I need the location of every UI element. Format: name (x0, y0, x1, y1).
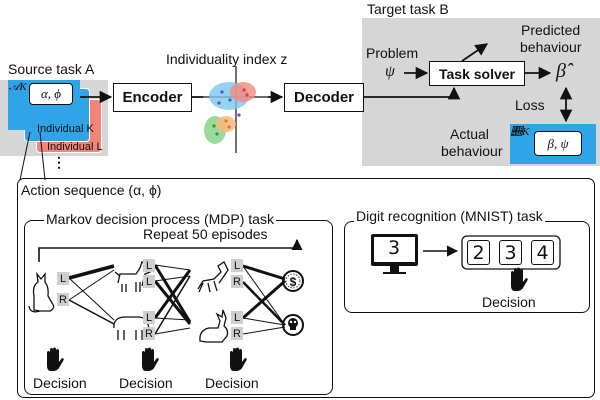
lr-box-s3a-l: L (231, 259, 243, 272)
task-solver-label: Task solver (438, 65, 515, 82)
repeat-episodes-label: Repeat 50 episodes (143, 226, 268, 242)
source-card-text: α, ϕ (40, 86, 62, 101)
mnist-decision-hand-icon (511, 267, 528, 291)
predicted-beta-symbol: β̂ (556, 60, 566, 82)
decoder-box: Decoder (284, 83, 364, 112)
actual-behaviour-label-line2: behaviour (441, 143, 503, 159)
actual-card-beta-psi: β, ψ (534, 131, 582, 156)
individuality-index-text: Individuality index z (166, 51, 288, 67)
latent-cluster-orange (216, 116, 236, 132)
loss-label: Loss (515, 97, 545, 113)
rabbit-icon (199, 309, 229, 343)
mdp-decision-label-2: Decision (119, 375, 173, 391)
mnist-monitor-icon (371, 234, 418, 274)
repeat-loop-arrow (38, 238, 303, 262)
lr-box-s2a-r: L (143, 275, 155, 288)
mdp-transition-lines (68, 264, 286, 335)
digit-key-4: 4 (531, 240, 554, 265)
individual-k-label: Individual K (37, 123, 94, 135)
target-task-title: Target task B (367, 1, 449, 17)
lr-box-s3b-l: L (231, 311, 243, 324)
set-a-symbol: 𝒜K (9, 81, 27, 93)
reward-coin-icon: $ (282, 270, 304, 292)
source-task-title: Source task A (8, 61, 95, 77)
cat-icon (28, 271, 55, 313)
action-sequence-frame (17, 178, 595, 398)
predicted-behaviour-label-line1: Predicted (521, 22, 581, 38)
decision-hand-icon-1 (47, 347, 64, 371)
elephant-icon (113, 311, 151, 340)
more-individuals-ellipsis: ⋮ (52, 154, 66, 170)
mdp-decision-label-1: Decision (33, 375, 87, 391)
individuality-index-label: Individuality index z (166, 51, 287, 67)
problem-symbol: ψ (385, 63, 395, 80)
decoder-label: Decoder (293, 89, 355, 106)
actual-behaviour-label-line1: Actual (450, 126, 489, 142)
lr-box-s3a-r: R (231, 275, 243, 288)
digit-key-4-label: 4 (536, 241, 549, 264)
action-sequence-title: Action sequence (α, ϕ) (21, 182, 162, 198)
mnist-screen-digit: 3 (388, 237, 401, 259)
encoder-box: Encoder (113, 83, 192, 112)
lr-box-s2b-l: L (143, 311, 155, 324)
lr-box-s1-l: L (57, 272, 69, 285)
arrow-solver-up (461, 43, 489, 62)
mnist-title: Digit recognition (MNIST) task (354, 208, 545, 224)
mdp-decision-label-3: Decision (205, 375, 259, 391)
skull-icon (282, 314, 304, 336)
lr-box-s3b-r: R (231, 327, 243, 340)
arrow-decoder-to-solver (364, 86, 461, 100)
digit-keys-frame (461, 235, 561, 270)
digit-key-3: 3 (499, 240, 522, 265)
mdp-animals (28, 261, 229, 343)
latent-space-plot (203, 66, 268, 153)
latent-cluster-red (230, 82, 256, 102)
actual-card-text: β, ψ (547, 135, 569, 151)
lr-box-s2a-l: L (143, 259, 155, 272)
digit-key-2: 2 (467, 240, 490, 265)
decision-hand-icon-2 (142, 347, 159, 371)
problem-label: Problem (366, 45, 419, 61)
encoder-label: Encoder (122, 89, 183, 106)
decision-hand-icon-3 (230, 347, 247, 371)
lr-box-s1-r: R (57, 293, 69, 306)
task-solver-box: Task solver (429, 61, 525, 86)
mdp-title: Markov decision process (MDP) task (44, 211, 276, 227)
predicted-behaviour-label-line2: behaviour (520, 39, 582, 55)
top-arrows (80, 43, 573, 123)
individual-l-label: Individual L (47, 141, 103, 153)
digit-key-2-label: 2 (472, 241, 485, 264)
set-b-symbol: 𝒝K (511, 126, 530, 138)
horse-icon (197, 261, 229, 293)
mnist-decision-label: Decision (482, 294, 536, 310)
source-card-alpha-phi: α, ϕ (29, 83, 73, 105)
callout-line-left (19, 131, 31, 181)
svg-text:$: $ (290, 275, 297, 289)
digit-key-3-label: 3 (504, 241, 517, 264)
callout-line-right (39, 131, 46, 181)
dog-icon (114, 261, 151, 292)
lr-box-s2b-r: R (143, 327, 155, 340)
